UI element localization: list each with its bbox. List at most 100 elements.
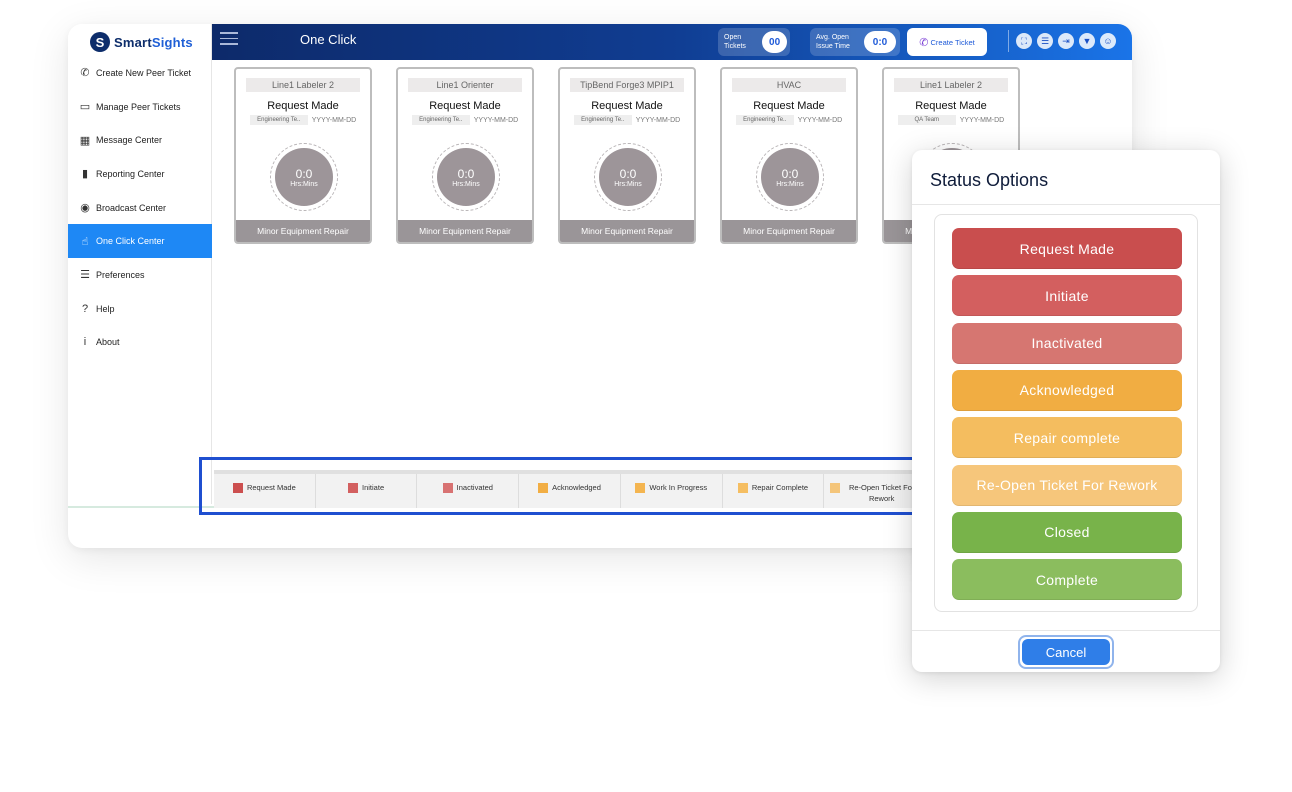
fullscreen-icon[interactable]: ⛶ <box>1016 33 1032 49</box>
legend-label: Work In Progress <box>649 483 708 492</box>
status-option-inactivated[interactable]: Inactivated <box>952 322 1182 364</box>
open-tickets-label: Open Tickets <box>724 34 746 50</box>
card-date: YYYY-MM-DD <box>797 116 843 124</box>
sidebar-item-label: About <box>96 337 120 348</box>
sidebar: S SmartSights ✆ Create New Peer Ticket ▭ Ma… <box>68 24 1131 508</box>
sidebar-item-message-center[interactable]: ▦Message Center <box>68 123 212 157</box>
sidebar-item-label: Create New Peer Ticket <box>96 67 192 78</box>
sidebar-item-create-new-peer-ticket[interactable]: ✆ Create New Peer Ticket <box>68 56 212 90</box>
card-category: Minor Equipment Repair <box>722 220 856 242</box>
menu-icon[interactable] <box>220 32 238 46</box>
avg-open-time-metric: Avg. Open Issue Time 0:0 <box>810 28 900 56</box>
legend-row: Request Made Initiate Inactivated Acknowled… <box>214 470 927 508</box>
card-date: YYYY-MM-DD <box>311 116 357 124</box>
sidebar-item-one-click-center[interactable]: ☝One Click Center <box>68 224 212 259</box>
legend-label: Request Made <box>246 483 296 492</box>
dialog-title: Status Options <box>930 170 1049 190</box>
status-option-initiate[interactable]: Initiate <box>952 275 1182 317</box>
sidebar-item-label: Manage Peer Tickets <box>96 101 181 112</box>
timer-unit: Hrs:Mins <box>614 180 642 188</box>
legend-item: Inactivated <box>417 474 520 508</box>
legend-swatch <box>538 483 549 493</box>
sidebar-item-label: Help <box>96 303 115 314</box>
card-status: Request Made <box>915 100 987 112</box>
create-ticket-label: Create Ticket <box>930 37 975 47</box>
legend-item: Initiate <box>316 474 418 508</box>
status-option-re-open-ticket-for-rework[interactable]: Re-Open Ticket For Rework <box>952 464 1182 506</box>
status-option-acknowledged[interactable]: Acknowledged <box>952 369 1182 411</box>
toolbar: ⛶ ☰ ⇥ ▼ ☺ <box>1016 30 1116 52</box>
timer-value: 0:0 <box>457 166 475 181</box>
sidebar-nav: ✆ Create New Peer Ticket ▭ Manage Peer Tick… <box>68 56 212 359</box>
divider <box>1008 30 1009 52</box>
sidebar-item-label: One Click Center <box>96 236 165 247</box>
sidebar-item-about[interactable]: i About <box>68 326 212 360</box>
sidebar-item-reporting-center[interactable]: ▮ Reporting Center <box>68 157 212 191</box>
brand-logo[interactable]: S SmartSights <box>90 32 193 52</box>
legend-label: Inactivated <box>456 483 493 492</box>
legend-item: Work In Progress <box>621 474 723 508</box>
legend-item: Request Made <box>214 474 316 508</box>
phone-icon: ✆ <box>80 67 90 80</box>
open-tickets-metric: Open Tickets 00 <box>718 28 790 56</box>
sidebar-item-manage-peer-tickets[interactable]: ▭ Manage Peer Tickets <box>68 90 212 124</box>
message-icon: ▦ <box>79 134 91 147</box>
divider <box>912 204 1220 205</box>
bar-chart-icon: ▮ <box>81 168 89 181</box>
card-status: Request Made <box>753 100 825 112</box>
timer-unit: Hrs:Mins <box>452 180 480 188</box>
legend-label: Acknowledged <box>552 483 601 492</box>
settings-sliders-icon[interactable]: ☰ <box>1037 33 1053 49</box>
info-icon: i <box>83 336 87 349</box>
sidebar-item-label: Reporting Center <box>96 168 165 179</box>
avg-open-time-value: 0:0 <box>864 31 896 53</box>
create-ticket-button[interactable]: ✆ Create Ticket <box>907 28 987 56</box>
timer-value: 0:0 <box>295 166 313 181</box>
status-option-closed[interactable]: Closed <box>952 511 1182 553</box>
card-date: YYYY-MM-DD <box>635 116 681 124</box>
filter-icon[interactable]: ▼ <box>1079 33 1095 49</box>
card-category: Minor Equipment Repair <box>236 220 370 242</box>
sidebar-item-preferences[interactable]: ☰Preferences <box>68 258 212 292</box>
legend-label: Re-Open Ticket For Rework <box>848 483 915 503</box>
team-badge: Engineering Te.. <box>735 115 794 125</box>
phone-ring-icon: ✆ <box>919 36 929 49</box>
legend-item: Re-Open Ticket For Rework <box>824 474 927 508</box>
card-status: Request Made <box>591 100 663 112</box>
folder-icon: ▭ <box>79 101 91 114</box>
brand-name: SmartSights <box>114 34 193 50</box>
card-date: YYYY-MM-DD <box>473 116 519 124</box>
legend-item: Acknowledged <box>519 474 621 508</box>
cancel-button[interactable]: Cancel <box>1018 635 1114 669</box>
card-category: Minor Equipment Repair <box>560 220 694 242</box>
sidebar-item-broadcast-center[interactable]: ◉Broadcast Center <box>68 191 212 225</box>
legend-swatch <box>635 483 646 493</box>
card-status: Request Made <box>429 100 501 112</box>
legend-swatch <box>348 483 359 493</box>
machine-line-label: TipBend Forge3 MPIP1 <box>570 78 684 92</box>
status-option-repair-complete[interactable]: Repair complete <box>952 417 1182 459</box>
status-option-request-made[interactable]: Request Made <box>952 228 1182 269</box>
sidebar-item-help[interactable]: ?Help <box>68 292 212 326</box>
status-option-complete[interactable]: Complete <box>952 559 1182 601</box>
machine-line-label: Line1 Labeler 2 <box>246 78 360 92</box>
divider <box>912 630 1220 631</box>
export-icon[interactable]: ⇥ <box>1058 33 1074 49</box>
machine-line-label: Line1 Orienter <box>408 78 522 92</box>
legend-swatch <box>829 483 840 493</box>
user-icon[interactable]: ☺ <box>1100 33 1116 49</box>
